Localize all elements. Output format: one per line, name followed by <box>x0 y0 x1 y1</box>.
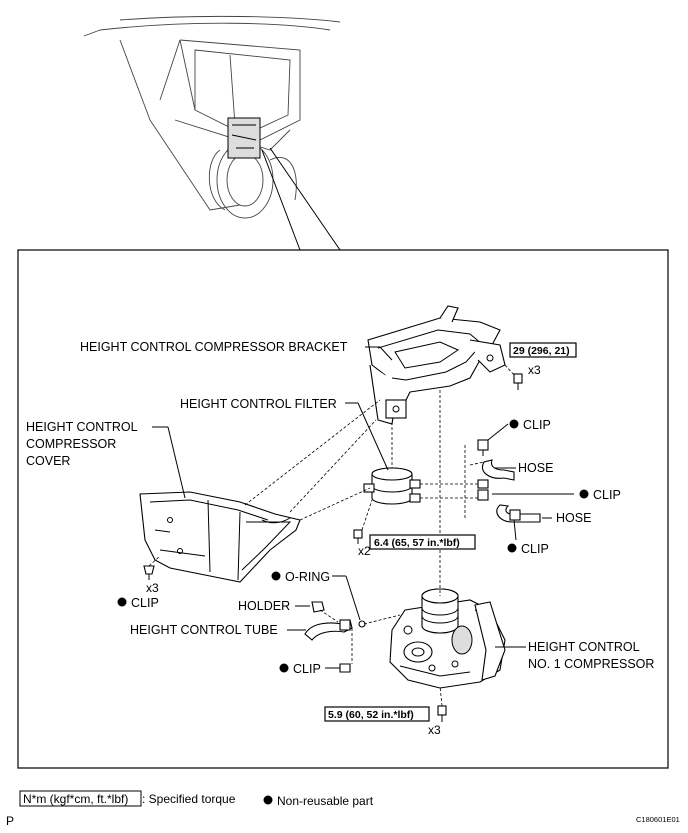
label-filter: HEIGHT CONTROL FILTER <box>180 397 337 411</box>
label-clip-middle: CLIP <box>593 488 621 502</box>
cover-clip <box>143 555 161 580</box>
footer-left: P <box>6 814 14 828</box>
legend-torque-box <box>19 790 142 807</box>
nonreusable-icon <box>117 597 127 607</box>
label-clip-cover: CLIP <box>131 596 159 610</box>
label-compressor-line1: HEIGHT CONTROL <box>528 640 640 654</box>
nonreusable-icon <box>507 543 517 553</box>
filter-illustration <box>363 467 421 505</box>
nonreusable-icon <box>271 571 281 581</box>
nonreusable-icon <box>279 663 289 673</box>
label-cover-line1: HEIGHT CONTROL <box>26 420 138 434</box>
hose-upper <box>482 459 515 481</box>
torque-box-compressor <box>324 706 430 722</box>
label-clip-tube: CLIP <box>293 662 321 676</box>
torque-box-bracket <box>509 342 577 358</box>
filter-bolt <box>353 499 373 544</box>
label-holder: HOLDER <box>238 599 290 613</box>
tube-illustration <box>304 619 353 641</box>
tube-clip-illustration <box>339 663 351 673</box>
legend-nonreusable: Non-reusable part <box>277 794 374 808</box>
legend-torque-desc: : Specified torque <box>142 792 236 806</box>
clip-middle <box>477 479 489 501</box>
label-hose-lower: HOSE <box>556 511 591 525</box>
detail-frame <box>17 249 669 769</box>
torque-bracket: 29 (296, 21) <box>513 345 570 357</box>
label-clip-lower: CLIP <box>521 542 549 556</box>
bracket-bolt <box>504 364 523 390</box>
figure-code: C180601E01 <box>636 815 680 824</box>
nonreusable-icon <box>263 795 273 805</box>
qty-filter-bolts: x2 <box>358 544 371 558</box>
nonreusable-icon <box>579 489 589 499</box>
label-hose-upper: HOSE <box>518 461 553 475</box>
clip-upper <box>477 439 489 456</box>
compressor-illustration <box>389 588 506 689</box>
torque-compressor: 5.9 (60, 52 in.*lbf) <box>328 709 414 721</box>
leader-lines <box>152 346 574 669</box>
compressor-bolt <box>437 685 447 722</box>
clip-lower <box>509 509 521 521</box>
cover-illustration <box>139 491 301 583</box>
label-oring: O-RING <box>285 570 330 584</box>
qty-compressor-bolts: x3 <box>428 723 441 737</box>
nonreusable-icon <box>509 419 519 429</box>
label-bracket: HEIGHT CONTROL COMPRESSOR BRACKET <box>80 340 348 354</box>
bracket-illustration <box>367 305 506 425</box>
holder-illustration <box>311 601 325 613</box>
torque-filter: 6.4 (65, 57 in.*lbf) <box>374 537 460 549</box>
label-tube: HEIGHT CONTROL TUBE <box>130 623 278 637</box>
qty-bracket-bolts: x3 <box>528 363 541 377</box>
label-cover-line3: COVER <box>26 454 70 468</box>
vehicle-sketch <box>83 15 341 251</box>
torque-box-filter <box>369 534 476 550</box>
hose-lower <box>496 504 541 523</box>
label-clip-upper: CLIP <box>523 418 551 432</box>
label-cover-line2: COMPRESSOR <box>26 437 116 451</box>
legend-torque-format: N*m (kgf*cm, ft.*lbf) <box>23 792 128 806</box>
label-compressor-line2: NO. 1 COMPRESSOR <box>528 657 654 671</box>
qty-cover-clips: x3 <box>146 581 159 595</box>
